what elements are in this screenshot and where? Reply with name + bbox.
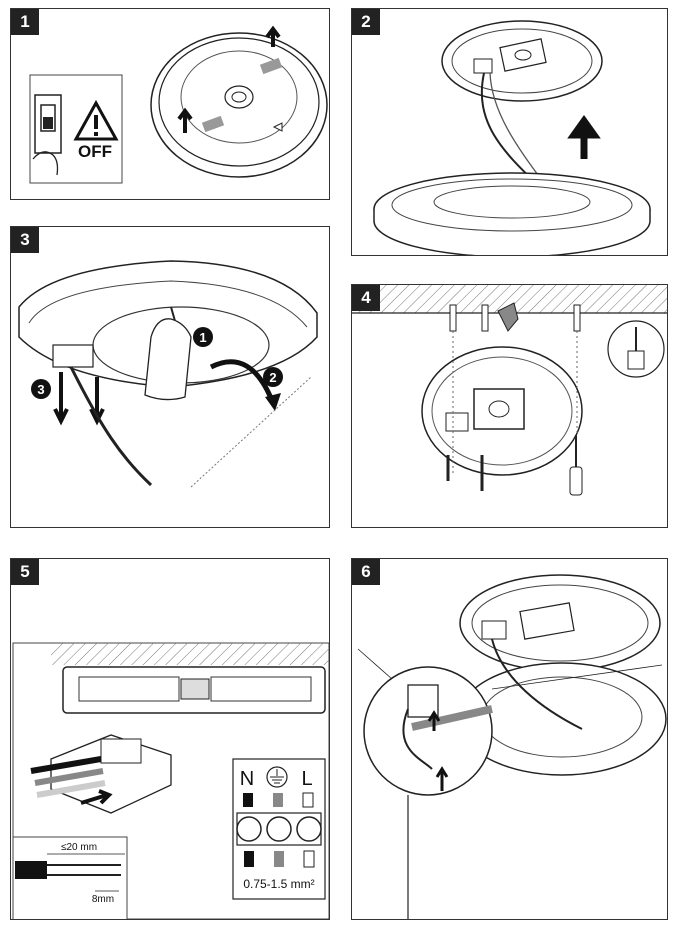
curved-arrow-icon <box>209 359 276 404</box>
strip-length-outer: ≤20 mm <box>61 842 97 853</box>
arrow-up-icon <box>427 710 441 731</box>
callout-3-label: 3 <box>37 382 44 397</box>
callout-1-label: 1 <box>199 330 206 345</box>
wall-plug <box>481 304 489 332</box>
drill-icon <box>627 350 645 370</box>
step-3-panel: 3 1 2 3 <box>10 226 330 528</box>
arrow-up-icon <box>567 114 601 159</box>
hand-icon <box>144 318 192 401</box>
step-6-illustration <box>357 574 667 919</box>
step-5-illustration: N L 0.75-1.5 mm² ≤20 mm 8mm <box>12 642 329 919</box>
step-3-badge: 3 <box>11 227 39 253</box>
callout-2 <box>263 367 283 387</box>
connector <box>52 344 94 368</box>
terminal-block <box>445 412 469 432</box>
step-4-illustration <box>352 285 667 496</box>
callout-3 <box>31 379 51 399</box>
live-label: L <box>301 768 312 790</box>
wall-plug <box>573 304 581 332</box>
callout-2-label: 2 <box>269 370 276 385</box>
terminal-block <box>473 58 493 74</box>
cable-entry <box>497 302 519 332</box>
wall-plug <box>449 304 457 332</box>
cross-section-label: 0.75-1.5 mm² <box>243 877 314 891</box>
step-2-panel: 2 <box>351 8 668 256</box>
ceiling <box>51 643 329 665</box>
cable <box>491 638 583 730</box>
strip-length-inner: 8mm <box>92 894 114 905</box>
terminal-block <box>407 684 439 718</box>
ground-symbol-icon <box>266 766 288 788</box>
terminal-block <box>180 678 210 700</box>
step-4-panel: 4 <box>351 284 668 528</box>
neutral-label: N <box>240 768 254 790</box>
step-1-panel: 1 OFF <box>10 8 330 200</box>
step-4-badge: 4 <box>352 285 380 311</box>
arrow-up-icon <box>265 25 281 47</box>
step-3-illustration: 1 2 3 <box>18 260 318 488</box>
step-1-badge: 1 <box>11 9 39 35</box>
step-6-panel: 6 <box>351 558 668 920</box>
step-2-illustration <box>373 20 651 255</box>
terminal-block <box>481 620 507 640</box>
arrow-down-icon <box>89 377 105 426</box>
arrow-right-icon <box>80 789 113 805</box>
arrow-up-icon <box>435 766 449 791</box>
cable <box>69 366 153 487</box>
arrow-up-icon <box>177 107 193 133</box>
zoom-detail <box>363 666 493 796</box>
step-5-badge: 5 <box>11 559 39 585</box>
step-5-panel: 5 N L <box>10 558 330 920</box>
off-label: OFF <box>78 142 112 161</box>
hand-icon <box>32 151 59 176</box>
arrow-down-icon <box>53 372 69 426</box>
step-1-illustration: OFF <box>29 25 328 184</box>
step-6-badge: 6 <box>352 559 380 585</box>
callout-1 <box>193 327 213 347</box>
step-2-badge: 2 <box>352 9 380 35</box>
